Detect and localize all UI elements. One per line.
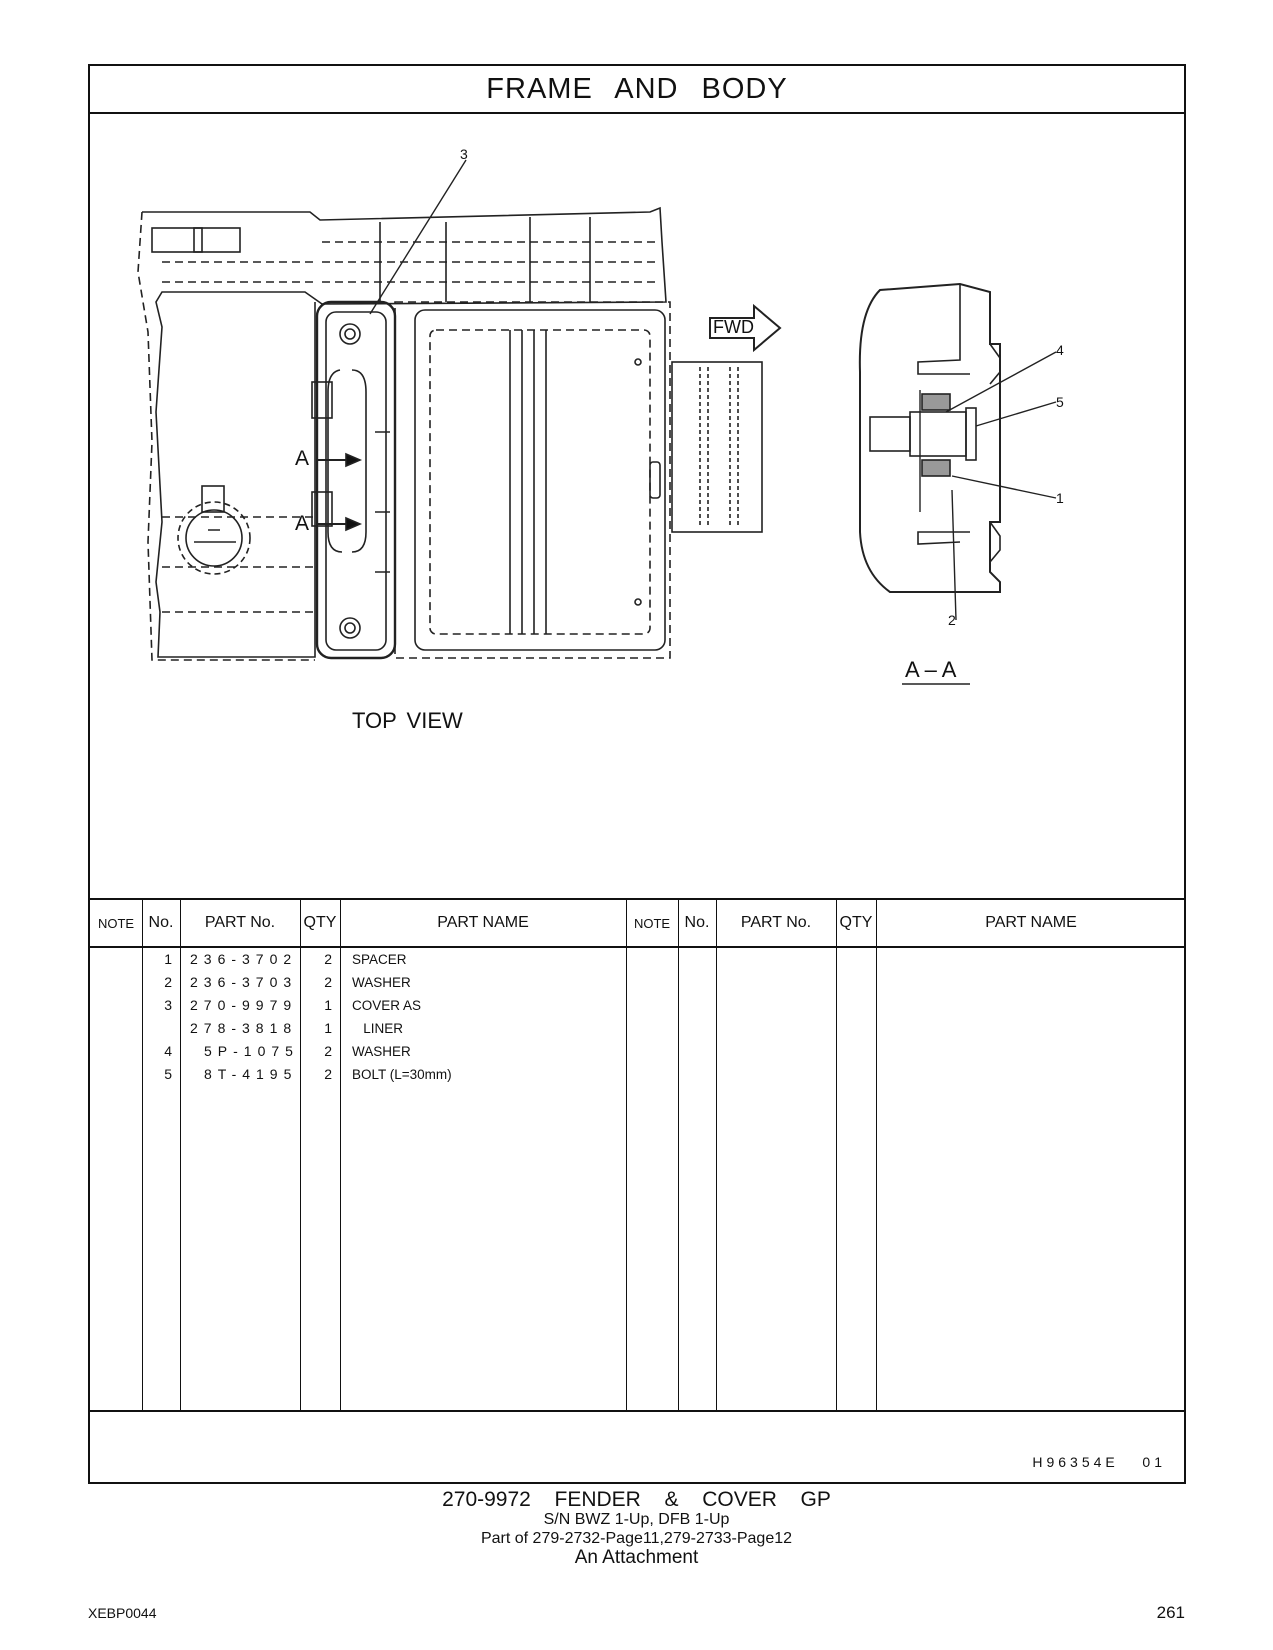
table-row: 2 236-3703 2 WASHER: [164, 974, 411, 990]
parts-list-header: [90, 900, 1184, 948]
header-no: No.: [148, 914, 174, 931]
table-row: 5 8T-4195 2 BOLT (L=30mm): [164, 1066, 452, 1082]
table-row: 3 270-9979 1 COVER AS: [164, 997, 422, 1013]
callout-1: 1: [1056, 490, 1064, 506]
serial-range: S/N BWZ 1-Up, DFB 1-Up: [543, 1511, 730, 1528]
header-part-no: PART No.: [204, 914, 276, 931]
technical-illustration: [137, 159, 1057, 685]
group-title: 270-9972 FENDER & COVER GP: [442, 1488, 831, 1511]
attachment-note: An Attachment: [574, 1547, 699, 1568]
drawing-id: H96354E 01: [1032, 1454, 1166, 1470]
callout-3: 3: [460, 146, 468, 162]
parts-list-table: NOTE No. PART No. QTY PART NAME NOTE No.…: [90, 898, 1184, 1412]
header-qty-right: QTY: [839, 914, 873, 931]
header-part-name: PART NAME: [437, 914, 529, 931]
header-part-name-right: PART NAME: [985, 914, 1077, 931]
table-row: 1 236-3702 2 SPACER: [164, 951, 407, 967]
callout-2: 2: [948, 612, 956, 628]
section-marker-a: A: [295, 447, 310, 470]
callout-4: 4: [1056, 342, 1064, 358]
callout-5: 5: [1056, 394, 1064, 410]
table-row: 278-3818 1 LINER: [190, 1020, 404, 1036]
header-qty: QTY: [303, 914, 337, 931]
fwd-label: FWD: [713, 317, 754, 337]
parts-drawing: 3 4 5 1 2 FWD A A A – A TOP VIEW: [90, 112, 1184, 898]
parts-page-frame: FRAME AND BODY: [88, 64, 1186, 1484]
header-note: NOTE: [97, 915, 135, 931]
publication-number: XEBP0044: [88, 1605, 157, 1621]
header-note-right: NOTE: [633, 915, 671, 931]
table-row: 4 5P-1075 2 WASHER: [164, 1043, 411, 1059]
part-of-reference: Part of 279-2732-Page11,279-2733-Page12: [480, 1530, 793, 1547]
page-title: FRAME AND BODY: [90, 66, 1184, 114]
page-number: 261: [1156, 1603, 1185, 1622]
section-view-label: A – A: [905, 657, 957, 682]
top-view-label: TOP VIEW: [352, 708, 463, 733]
header-no-right: No.: [684, 914, 710, 931]
section-marker-a-2: A: [295, 512, 310, 535]
header-part-no-right: PART No.: [740, 914, 812, 931]
